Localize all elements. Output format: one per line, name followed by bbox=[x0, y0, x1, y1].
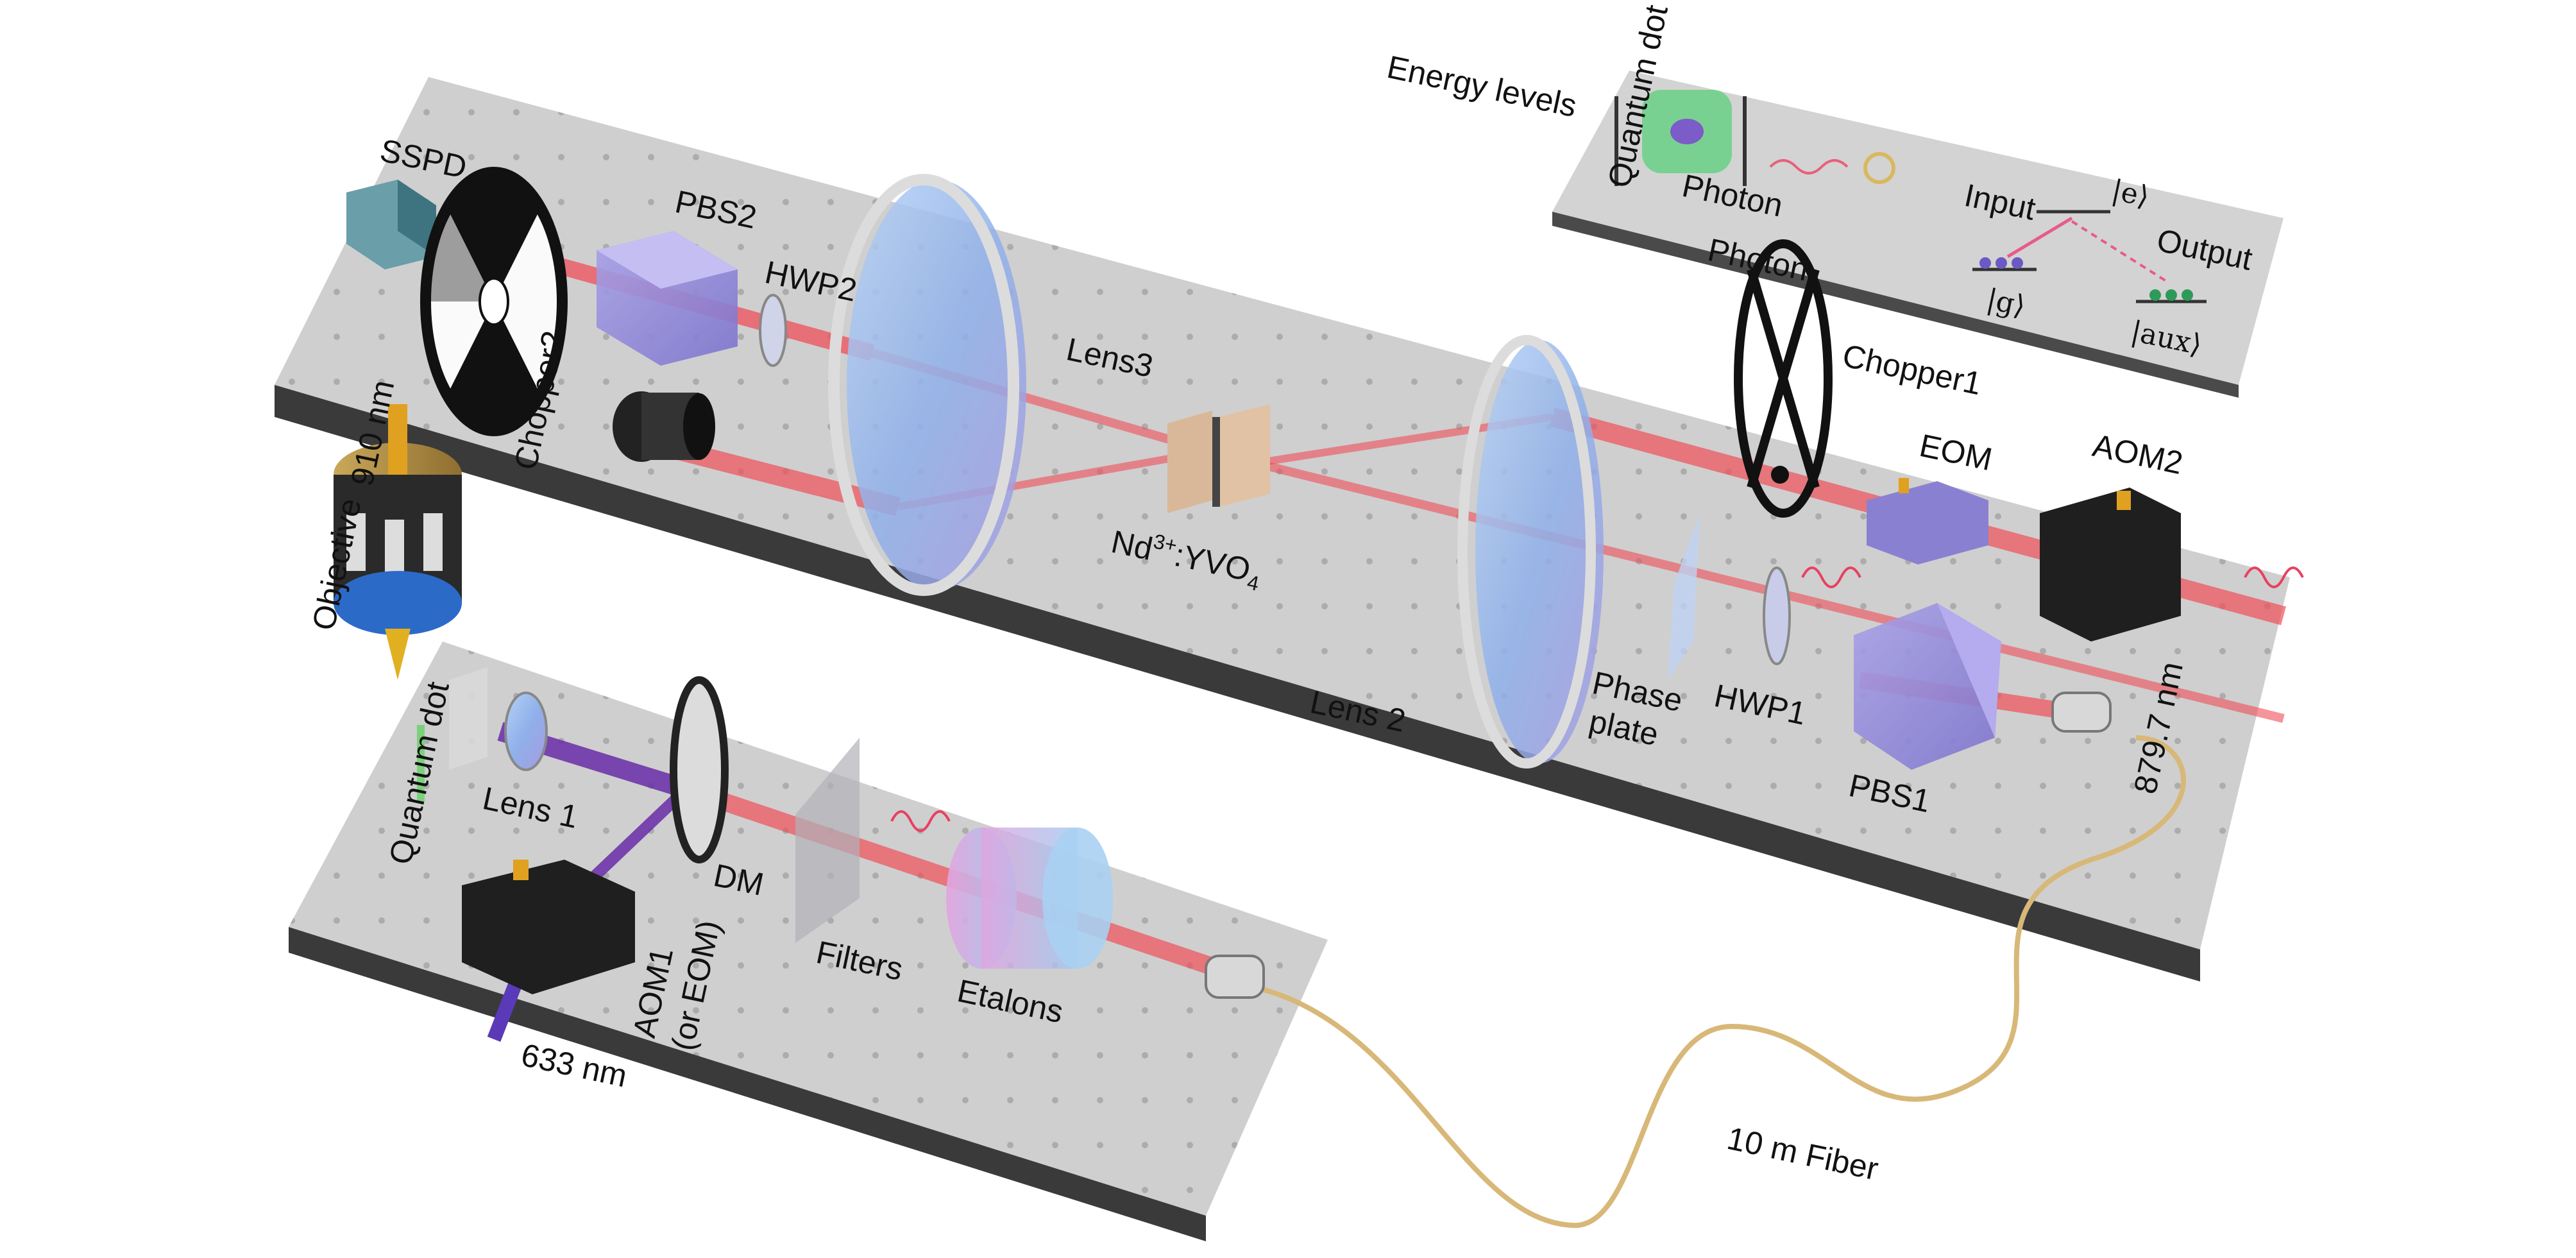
pbs1-cube bbox=[1854, 603, 2001, 770]
fiber-coil-icon bbox=[1863, 152, 1895, 184]
dichroic-mirror bbox=[670, 676, 729, 863]
inset-level-g-label: |g⟩ bbox=[1984, 283, 2028, 323]
lens2 bbox=[1457, 335, 1604, 769]
beam-objective-lens3 bbox=[671, 439, 901, 516]
output-arrow bbox=[2071, 220, 2169, 284]
label-eom: EOM bbox=[1917, 427, 1996, 477]
nd-yvo4-crystal bbox=[1167, 404, 1270, 513]
sspd-detector bbox=[346, 180, 436, 269]
incoming-photon-wave-icon bbox=[2244, 566, 2304, 588]
fiber-collimator-lower bbox=[1205, 955, 1265, 999]
inset-level-e-label: |e⟩ bbox=[2109, 174, 2152, 214]
chopper2 bbox=[420, 167, 568, 436]
etalons bbox=[946, 828, 1113, 969]
fiber-collimator-upper bbox=[2051, 692, 2112, 733]
quantum-dot-sample bbox=[417, 667, 487, 802]
aom2-device bbox=[2040, 488, 2181, 642]
eom-device bbox=[1867, 478, 1988, 565]
label-fiber: 10 m Fiber bbox=[1724, 1120, 1881, 1187]
pbs2-cube bbox=[597, 231, 738, 366]
photon-wave-icon-filters bbox=[890, 810, 951, 832]
hwp2-plate bbox=[759, 294, 787, 367]
lens3 bbox=[828, 174, 1026, 596]
phase-plate bbox=[1668, 513, 1700, 680]
filters bbox=[795, 738, 860, 943]
chopper1 bbox=[1734, 239, 1833, 518]
hwp1-plate bbox=[1763, 566, 1791, 665]
objective-lens bbox=[334, 404, 462, 680]
photon-wave-icon-hwp1 bbox=[1801, 566, 1861, 588]
photon-wave-icon bbox=[1769, 159, 1849, 174]
input-arrow bbox=[2006, 216, 2073, 259]
label-chopper1: Chopper1 bbox=[1840, 337, 1985, 402]
optical-fiber bbox=[1257, 735, 2187, 1228]
aom1-device bbox=[462, 860, 635, 994]
upper-optical-table bbox=[275, 77, 2290, 982]
label-aom2: AOM2 bbox=[2090, 427, 2186, 481]
energy-levels-inset: Energy levels Quantum dot Photon Photon … bbox=[1384, 2, 2284, 398]
energy-levels-title: Energy levels bbox=[1384, 49, 1580, 124]
collimator-black bbox=[613, 391, 715, 462]
lens1 bbox=[504, 692, 548, 771]
